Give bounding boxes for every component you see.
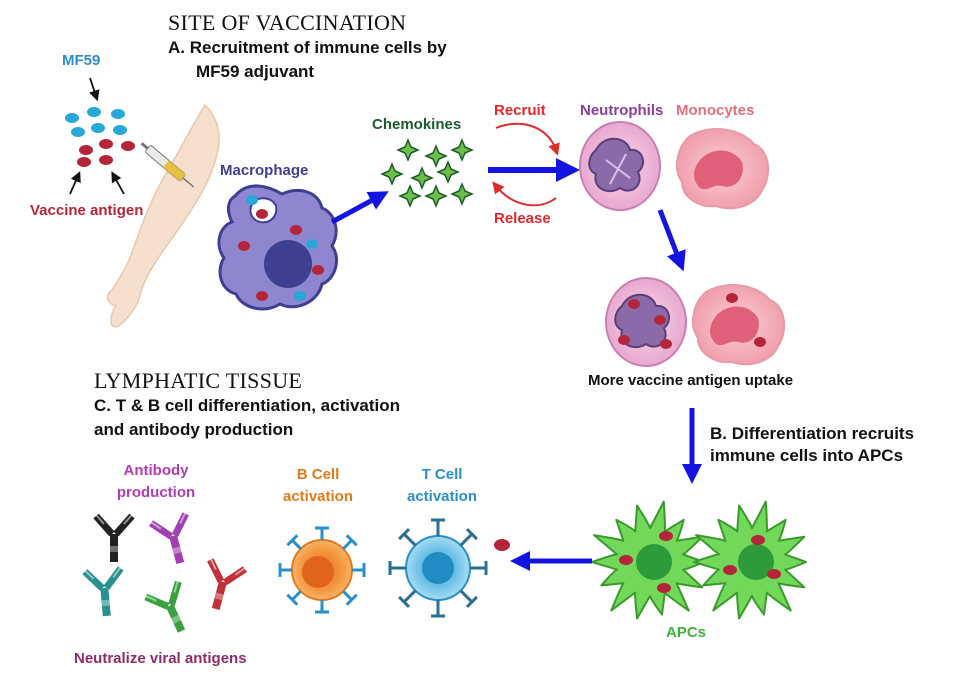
chemokines-label: Chemokines	[372, 116, 462, 133]
chemokine-stars	[380, 138, 474, 208]
recruit-label: Recruit	[494, 102, 546, 119]
lymphatic-sub-line1: C. T & B cell differentiation, activatio…	[94, 396, 401, 415]
apcs-label: APCs	[666, 624, 707, 641]
release-label: Release	[494, 210, 551, 227]
apc-cell	[591, 500, 705, 620]
syringe-icon	[140, 142, 195, 188]
pointer-arrows	[69, 77, 125, 195]
vaccination-sub-line1: A. Recruitment of immune cells by	[168, 38, 447, 57]
tcell-label-line1: T Cell	[421, 466, 463, 483]
bcell-label-line2: activation	[282, 488, 354, 505]
lymphatic-sub-line2: and antibody production	[94, 420, 294, 439]
antibody-icon	[207, 552, 251, 610]
neutrophils-label: Neutrophils	[580, 102, 664, 119]
macrophage-label: Macrophage	[220, 162, 309, 179]
monocyte-uptake-cell	[691, 284, 786, 366]
vaccination-heading: SITE OF VACCINATION	[168, 10, 407, 35]
antibody-icon	[139, 574, 186, 633]
uptake-label: More vaccine antigen uptake	[588, 372, 794, 389]
mf59-label: MF59	[62, 52, 101, 69]
arrow-to-uptake	[657, 209, 686, 272]
monocytes-label: Monocytes	[676, 102, 755, 119]
b-cell	[278, 526, 366, 614]
recruit-arrow	[495, 122, 560, 156]
tcell-label-line2: activation	[406, 488, 478, 505]
apc-cells	[591, 500, 807, 620]
monocyte-cell	[675, 128, 770, 210]
antibody-cluster	[79, 506, 251, 633]
release-arrow	[492, 181, 557, 207]
antibody-icon	[145, 506, 189, 564]
apc-cell	[693, 500, 807, 620]
neutrophil-uptake-cell	[605, 277, 687, 367]
differentiation-line1: B. Differentiation recruits	[710, 424, 915, 443]
arm-illustration	[106, 103, 220, 328]
antibody-icon	[91, 509, 137, 562]
antibody-label-line1: Antibody	[123, 462, 189, 479]
neutrophil-cell	[579, 121, 661, 211]
vaccine-antigen-label: Vaccine antigen	[30, 202, 144, 219]
t-cell	[388, 518, 510, 618]
antigen-particles	[77, 139, 135, 167]
antibody-label-line2: production	[116, 484, 196, 501]
antibody-icon	[79, 561, 125, 617]
mf59-droplets	[65, 107, 127, 137]
differentiation-line2: immune cells into APCs	[710, 446, 904, 465]
neutralize-label: Neutralize viral antigens	[74, 650, 247, 667]
arrow-macrophage-to-chemokines	[330, 191, 389, 225]
macrophage-cell	[217, 184, 338, 311]
bcell-label-line1: B Cell	[296, 466, 340, 483]
lymphatic-heading: LYMPHATIC TISSUE	[94, 368, 303, 393]
vaccination-sub-line2: MF59 adjuvant	[196, 62, 315, 81]
